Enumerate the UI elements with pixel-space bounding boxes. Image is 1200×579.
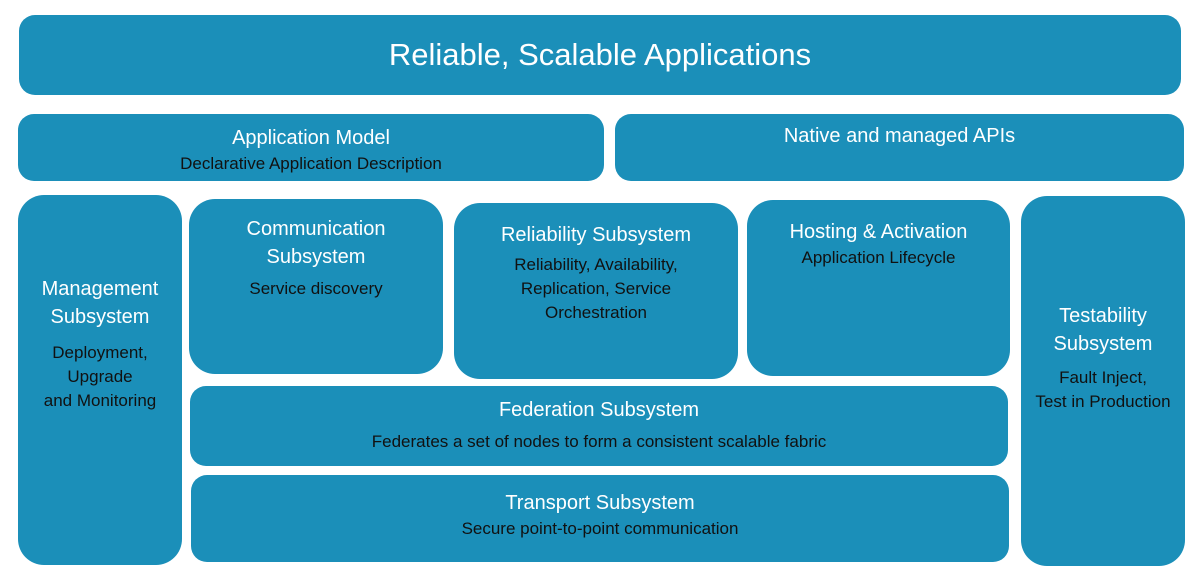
reliability-desc-line3: Orchestration <box>544 303 648 322</box>
federation-desc: Federates a set of nodes to form a consi… <box>371 432 827 451</box>
testability-subsystem-block: Testability Subsystem Fault Inject, Test… <box>1021 196 1185 566</box>
management-subsystem-block: Management Subsystem Deployment, Upgrade… <box>18 195 182 565</box>
transport-subsystem-block: Transport Subsystem Secure point-to-poin… <box>191 475 1009 562</box>
management-desc-line3: and Monitoring <box>43 391 157 410</box>
communication-desc: Service discovery <box>249 279 383 298</box>
federation-subsystem-block: Federation Subsystem Federates a set of … <box>190 386 1008 466</box>
federation-title: Federation Subsystem <box>498 399 700 421</box>
management-desc-line1: Deployment, <box>52 343 148 362</box>
testability-desc-line1: Fault Inject, <box>1059 368 1147 387</box>
reliability-desc-line1: Reliability, Availability, <box>514 255 678 274</box>
hosting-title: Hosting & Activation <box>789 221 968 243</box>
application-model-subtitle: Declarative Application Description <box>180 154 442 173</box>
hosting-desc: Application Lifecycle <box>801 248 956 267</box>
transport-desc: Secure point-to-point communication <box>461 519 739 538</box>
management-desc-line2: Upgrade <box>67 367 133 386</box>
top-block-title: Reliable, Scalable Applications <box>388 37 812 72</box>
communication-subsystem-block: Communication Subsystem Service discover… <box>189 199 443 374</box>
transport-title: Transport Subsystem <box>505 492 695 514</box>
reliability-desc-line2: Replication, Service <box>520 279 672 298</box>
testability-title-line2: Subsystem <box>1053 333 1153 355</box>
communication-title-line1: Communication <box>246 218 386 240</box>
management-title-line1: Management <box>41 278 159 300</box>
testability-desc-line2: Test in Production <box>1035 392 1171 411</box>
management-title-line2: Subsystem <box>50 306 150 328</box>
testability-title-line1: Testability <box>1059 305 1147 327</box>
reliable-scalable-applications-block: Reliable, Scalable Applications <box>19 15 1181 95</box>
hosting-activation-block: Hosting & Activation Application Lifecyc… <box>747 200 1010 376</box>
reliability-title: Reliability Subsystem <box>500 224 692 246</box>
reliability-subsystem-block: Reliability Subsystem Reliability, Avail… <box>454 203 738 379</box>
application-model-title: Application Model <box>232 127 390 149</box>
native-managed-apis-block: Native and managed APIs <box>615 114 1184 181</box>
native-managed-apis-title: Native and managed APIs <box>783 125 1016 147</box>
application-model-block: Application Model Declarative Applicatio… <box>18 114 604 181</box>
communication-title-line2: Subsystem <box>266 246 366 268</box>
